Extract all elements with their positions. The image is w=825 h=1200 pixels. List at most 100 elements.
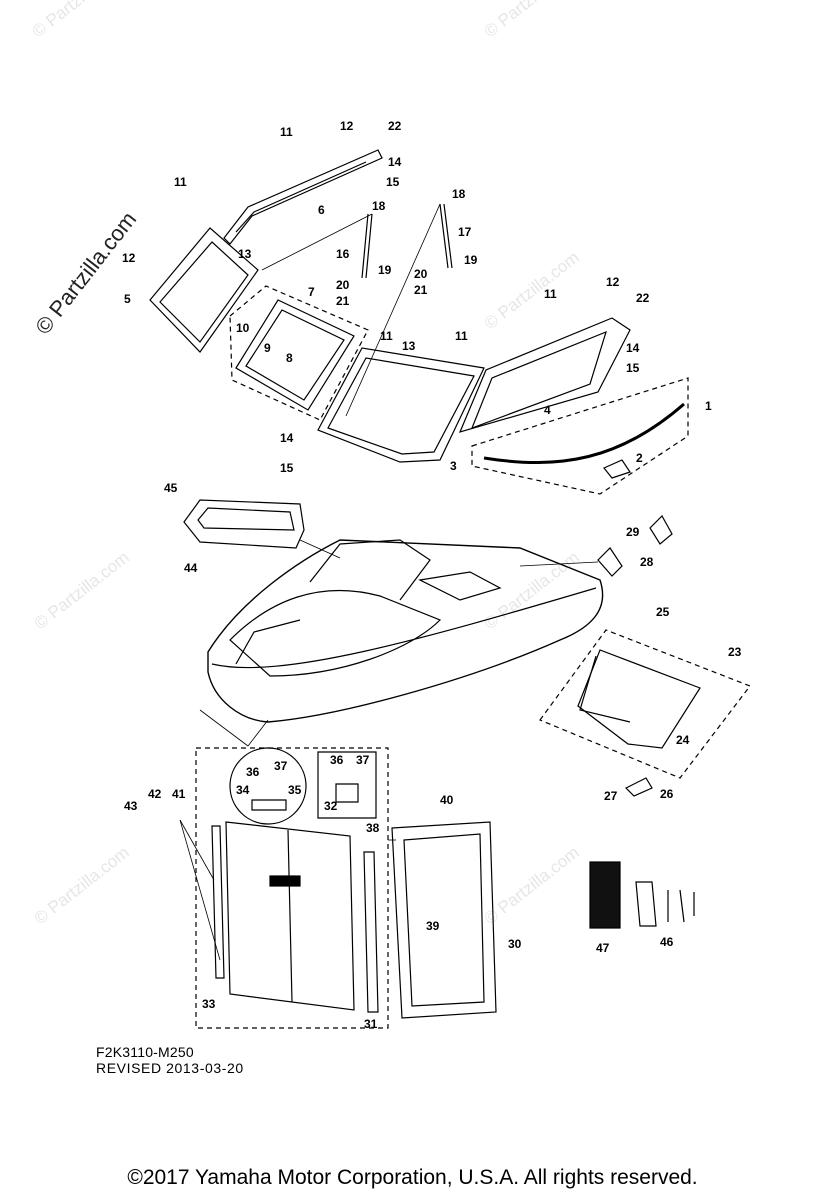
callout-41: 41 bbox=[172, 787, 186, 801]
callout-19: 19 bbox=[378, 263, 392, 277]
callout-5: 5 bbox=[124, 292, 131, 306]
callout-16: 16 bbox=[336, 247, 350, 261]
watermark: © Partzilla.com bbox=[481, 248, 583, 334]
callout-13: 13 bbox=[238, 247, 252, 261]
callout-12: 12 bbox=[122, 251, 136, 265]
seal-39-inner bbox=[403, 833, 485, 1007]
watermark: © Partzilla.com bbox=[481, 548, 583, 634]
guide-line bbox=[247, 719, 269, 747]
callout-14: 14 bbox=[388, 155, 402, 169]
windshield-trim-6 bbox=[223, 149, 383, 245]
callout-26: 26 bbox=[660, 787, 674, 801]
callout-18: 18 bbox=[452, 187, 466, 201]
copyright-footer: ©2017 Yamaha Motor Corporation, U.S.A. A… bbox=[127, 1166, 698, 1189]
callout-32: 32 bbox=[324, 799, 338, 813]
callout-20: 20 bbox=[414, 267, 428, 281]
watermark: © Partzilla.com bbox=[31, 548, 133, 634]
callout-7: 7 bbox=[308, 285, 315, 299]
callout-47: 47 bbox=[596, 941, 610, 955]
callout-40: 40 bbox=[440, 793, 454, 807]
callout-12: 12 bbox=[340, 119, 354, 133]
callout-28: 28 bbox=[640, 555, 654, 569]
callout-36: 36 bbox=[246, 765, 260, 779]
callout-11: 11 bbox=[544, 287, 557, 301]
callout-20: 20 bbox=[336, 278, 350, 292]
hinge-31 bbox=[363, 851, 379, 1013]
windshield-3-inner bbox=[327, 357, 475, 455]
windshield-trim-6-inner bbox=[235, 161, 367, 233]
hatch-box-23 bbox=[539, 629, 751, 779]
hatch-23 bbox=[577, 649, 701, 749]
callout-1: 1 bbox=[705, 399, 712, 413]
callout-9: 9 bbox=[264, 341, 271, 355]
trim-clip-2 bbox=[603, 459, 631, 479]
frame-7 bbox=[235, 299, 355, 411]
callout-24: 24 bbox=[676, 733, 690, 747]
callout-12: 12 bbox=[606, 275, 620, 289]
boat-hull bbox=[207, 539, 604, 723]
boat-deck bbox=[229, 589, 442, 677]
detail-circle bbox=[229, 747, 307, 825]
door-panel bbox=[225, 821, 355, 1011]
frame-7-box bbox=[229, 285, 369, 421]
hinge-33 bbox=[211, 825, 225, 979]
callout-33: 33 bbox=[202, 997, 216, 1011]
latch-26 bbox=[624, 777, 653, 797]
callout-37: 37 bbox=[356, 753, 370, 767]
toolkit-46 bbox=[635, 881, 657, 927]
strut-17b bbox=[443, 203, 453, 269]
guide-line bbox=[179, 819, 221, 961]
callout-29: 29 bbox=[626, 525, 640, 539]
door-handle bbox=[269, 875, 301, 887]
strut-17 bbox=[439, 203, 449, 269]
callout-35: 35 bbox=[288, 783, 302, 797]
callout-44: 44 bbox=[184, 561, 198, 575]
guide-line bbox=[199, 709, 249, 747]
guide-line bbox=[299, 539, 341, 559]
callout-4: 4 bbox=[544, 403, 551, 417]
callout-45: 45 bbox=[164, 481, 178, 495]
plate-32 bbox=[335, 783, 359, 803]
watermark: © Partzilla.com bbox=[481, 843, 583, 929]
strut-16b bbox=[365, 213, 373, 279]
windshield-3 bbox=[317, 347, 485, 463]
storage-box-44 bbox=[183, 499, 305, 549]
frame-7-inner bbox=[245, 309, 345, 401]
callout-14: 14 bbox=[626, 341, 640, 355]
guide-line bbox=[345, 203, 441, 417]
watermark: © Partzilla.com bbox=[31, 843, 133, 929]
callout-labels: 1 2 3 4 5 6 7 8 9 10 11 11 11 11 11 12 1… bbox=[122, 119, 742, 1031]
callout-34: 34 bbox=[236, 783, 250, 797]
callout-39: 39 bbox=[426, 919, 440, 933]
seal-39 bbox=[391, 821, 497, 1019]
callout-21: 21 bbox=[414, 283, 428, 297]
callout-21: 21 bbox=[336, 294, 350, 308]
detail-box-32 bbox=[317, 751, 377, 819]
door-panel-seam bbox=[287, 829, 293, 1003]
callout-15: 15 bbox=[626, 361, 640, 375]
callout-10: 10 bbox=[236, 321, 250, 335]
windshield-4-inner bbox=[470, 330, 607, 430]
callout-11: 11 bbox=[280, 125, 293, 139]
callout-15: 15 bbox=[280, 461, 294, 475]
callout-8: 8 bbox=[286, 351, 293, 365]
guide-line bbox=[261, 213, 373, 271]
callout-2: 2 bbox=[636, 451, 643, 465]
callout-27: 27 bbox=[604, 789, 618, 803]
callout-43: 43 bbox=[124, 799, 138, 813]
guide-line bbox=[179, 819, 215, 881]
callout-14: 14 bbox=[280, 431, 294, 445]
callout-19: 19 bbox=[464, 253, 478, 267]
callout-15: 15 bbox=[386, 175, 400, 189]
callout-23: 23 bbox=[728, 645, 742, 659]
guide-line bbox=[519, 561, 599, 567]
callout-11: 11 bbox=[380, 329, 393, 343]
linework bbox=[149, 149, 751, 1029]
revision-date: REVISED 2013-03-20 bbox=[96, 1060, 244, 1076]
storage-box-44-inner bbox=[197, 507, 295, 531]
boat-windshield bbox=[309, 539, 431, 601]
tool-46 bbox=[679, 889, 685, 923]
side-watermark: © Partzilla.com bbox=[30, 207, 141, 339]
callout-6: 6 bbox=[318, 203, 325, 217]
trim-strip-1 bbox=[483, 402, 685, 464]
